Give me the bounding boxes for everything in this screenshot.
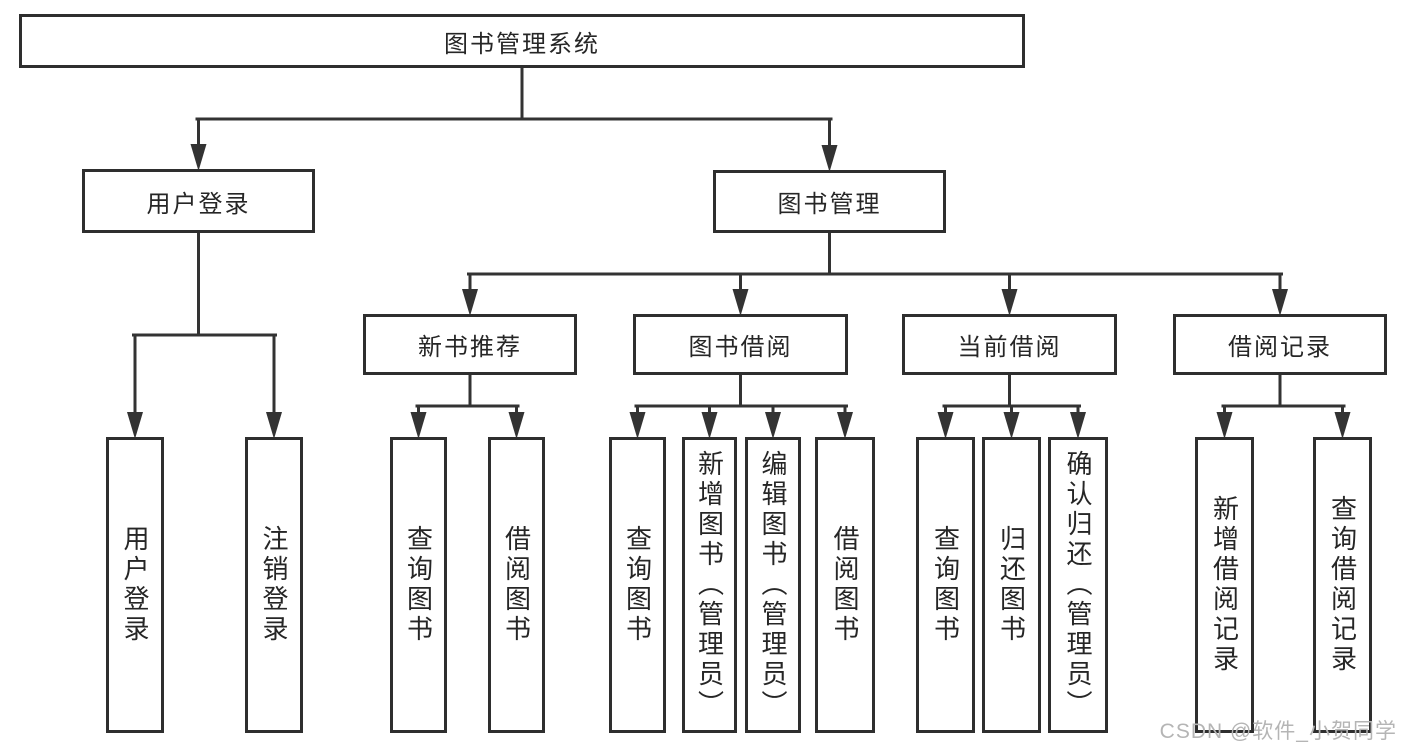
node-return-books: 归还图书 <box>982 437 1041 733</box>
arrowhead-icon <box>821 145 838 172</box>
node-label-return-books: 归还图书 <box>996 525 1027 645</box>
node-label-borrowing-records: 借阅记录 <box>1228 334 1332 361</box>
node-label-book-management: 图书管理 <box>777 191 882 218</box>
node-label-query-books-recommend: 查询图书 <box>403 525 434 645</box>
node-confirm-return-admin: 确认归还（管理员） <box>1048 437 1108 733</box>
node-borrow-books-recommend: 借阅图书 <box>488 437 545 733</box>
arrowhead-icon <box>508 412 525 439</box>
arrowhead-icon <box>462 289 478 316</box>
node-borrowing-records: 借阅记录 <box>1173 314 1387 375</box>
node-label-confirm-return-admin: 确认归还（管理员） <box>1063 450 1093 720</box>
node-library-system: 图书管理系统 <box>19 14 1025 68</box>
arrowhead-icon <box>937 412 954 439</box>
node-label-library-system: 图书管理系统 <box>444 30 600 58</box>
arrowhead-icon <box>1070 412 1086 439</box>
arrowhead-icon <box>765 412 781 439</box>
node-label-add-books-admin: 新增图书（管理员） <box>694 450 725 720</box>
node-label-new-book-recommend: 新书推荐 <box>418 334 522 361</box>
node-current-borrowing: 当前借阅 <box>902 314 1117 375</box>
arrowhead-icon <box>1001 289 1018 316</box>
watermark: CSDN @软件_小贺同学 <box>1159 720 1397 743</box>
node-new-book-recommend: 新书推荐 <box>363 314 577 375</box>
node-add-books-admin: 新增图书（管理员） <box>682 437 737 733</box>
node-label-current-borrowing: 当前借阅 <box>957 334 1062 361</box>
node-label-logout-leaf: 注销登录 <box>259 525 289 645</box>
node-label-user-login-leaf: 用户登录 <box>120 525 150 645</box>
arrowhead-icon <box>1272 289 1288 316</box>
arrowhead-icon <box>732 289 749 316</box>
node-add-borrow-record: 新增借阅记录 <box>1195 437 1254 733</box>
arrowhead-icon <box>837 412 853 439</box>
arrowhead-icon <box>1216 412 1233 439</box>
node-query-books-recommend: 查询图书 <box>390 437 447 733</box>
node-label-book-borrowing: 图书借阅 <box>688 334 793 361</box>
arrowhead-icon <box>1334 412 1351 439</box>
arrowhead-icon <box>1003 412 1020 439</box>
node-query-borrow-record: 查询借阅记录 <box>1313 437 1372 733</box>
node-edit-books-admin: 编辑图书（管理员） <box>745 437 801 733</box>
node-label-query-books-current: 查询图书 <box>930 525 961 645</box>
arrowhead-icon <box>629 412 646 439</box>
node-borrow-books-borrowing: 借阅图书 <box>815 437 875 733</box>
arrowhead-icon <box>266 412 282 439</box>
arrowhead-icon <box>127 412 143 439</box>
node-query-books-current: 查询图书 <box>916 437 975 733</box>
node-book-borrowing: 图书借阅 <box>633 314 848 375</box>
node-label-borrow-books-recommend: 借阅图书 <box>501 525 532 645</box>
node-label-query-books-borrowing: 查询图书 <box>622 525 653 645</box>
node-user-login-leaf: 用户登录 <box>106 437 164 733</box>
arrowhead-icon <box>701 412 718 439</box>
node-book-management: 图书管理 <box>713 170 946 233</box>
arrowhead-icon <box>190 144 207 171</box>
node-label-query-borrow-record: 查询借阅记录 <box>1327 495 1358 675</box>
node-query-books-borrowing: 查询图书 <box>609 437 666 733</box>
node-logout-leaf: 注销登录 <box>245 437 303 733</box>
node-label-borrow-books-borrowing: 借阅图书 <box>830 525 860 645</box>
node-label-user-login-module: 用户登录 <box>146 190 251 218</box>
node-label-add-borrow-record: 新增借阅记录 <box>1209 495 1240 675</box>
node-label-edit-books-admin: 编辑图书（管理员） <box>758 450 788 720</box>
arrowhead-icon <box>410 412 427 439</box>
node-user-login-module: 用户登录 <box>82 169 315 233</box>
